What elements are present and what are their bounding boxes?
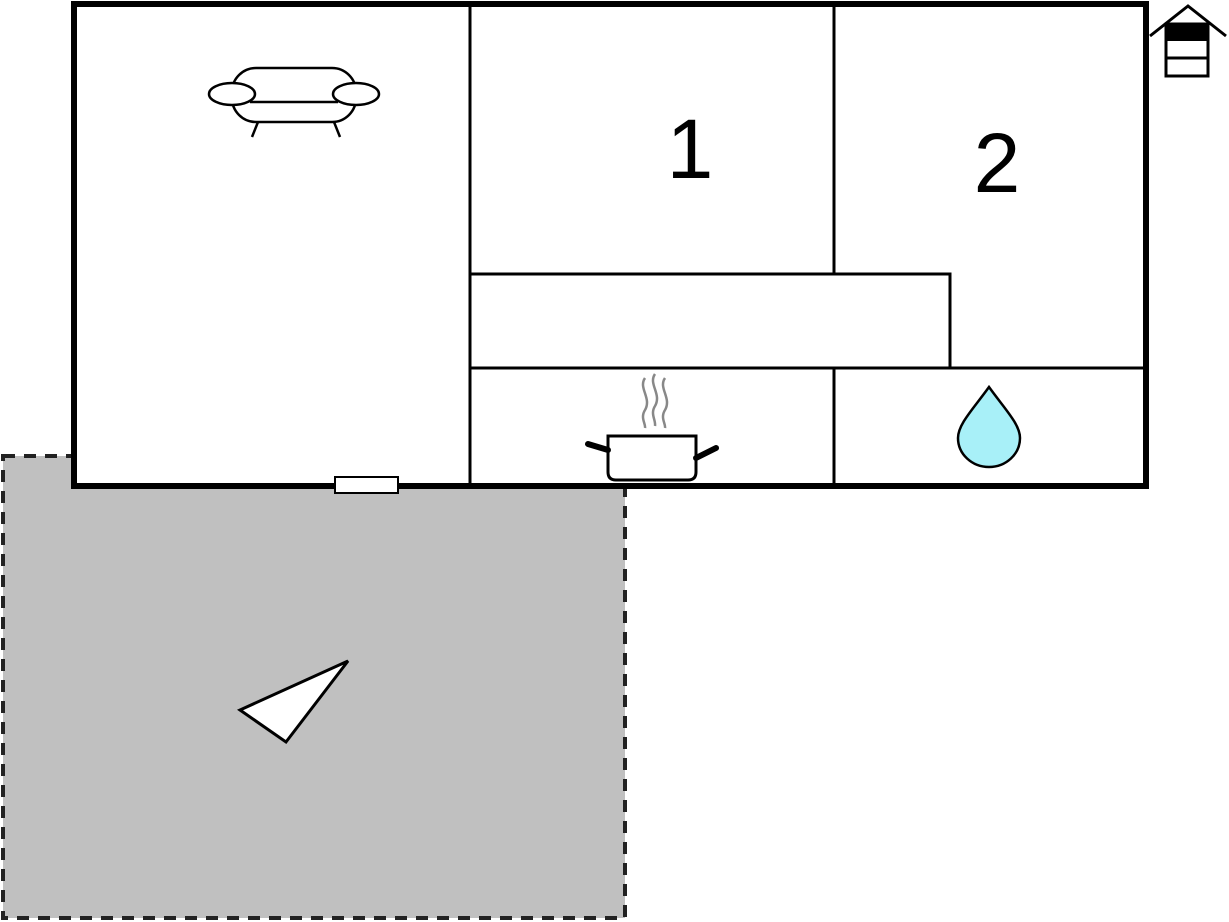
sun-wedge-icon	[236, 659, 350, 745]
cooking-pot-icon	[585, 373, 719, 482]
house-floor-icon	[1149, 4, 1227, 78]
entrance-door	[334, 476, 399, 494]
bedroom-1-label: 1	[667, 102, 714, 196]
bedroom-2-label: 2	[974, 116, 1021, 210]
interior-walls	[468, 4, 1146, 486]
wall-hallway-top	[470, 272, 952, 368]
sofa-icon	[207, 66, 381, 138]
water-drop-icon	[956, 384, 1022, 469]
exterior-walls	[71, 1, 1149, 489]
